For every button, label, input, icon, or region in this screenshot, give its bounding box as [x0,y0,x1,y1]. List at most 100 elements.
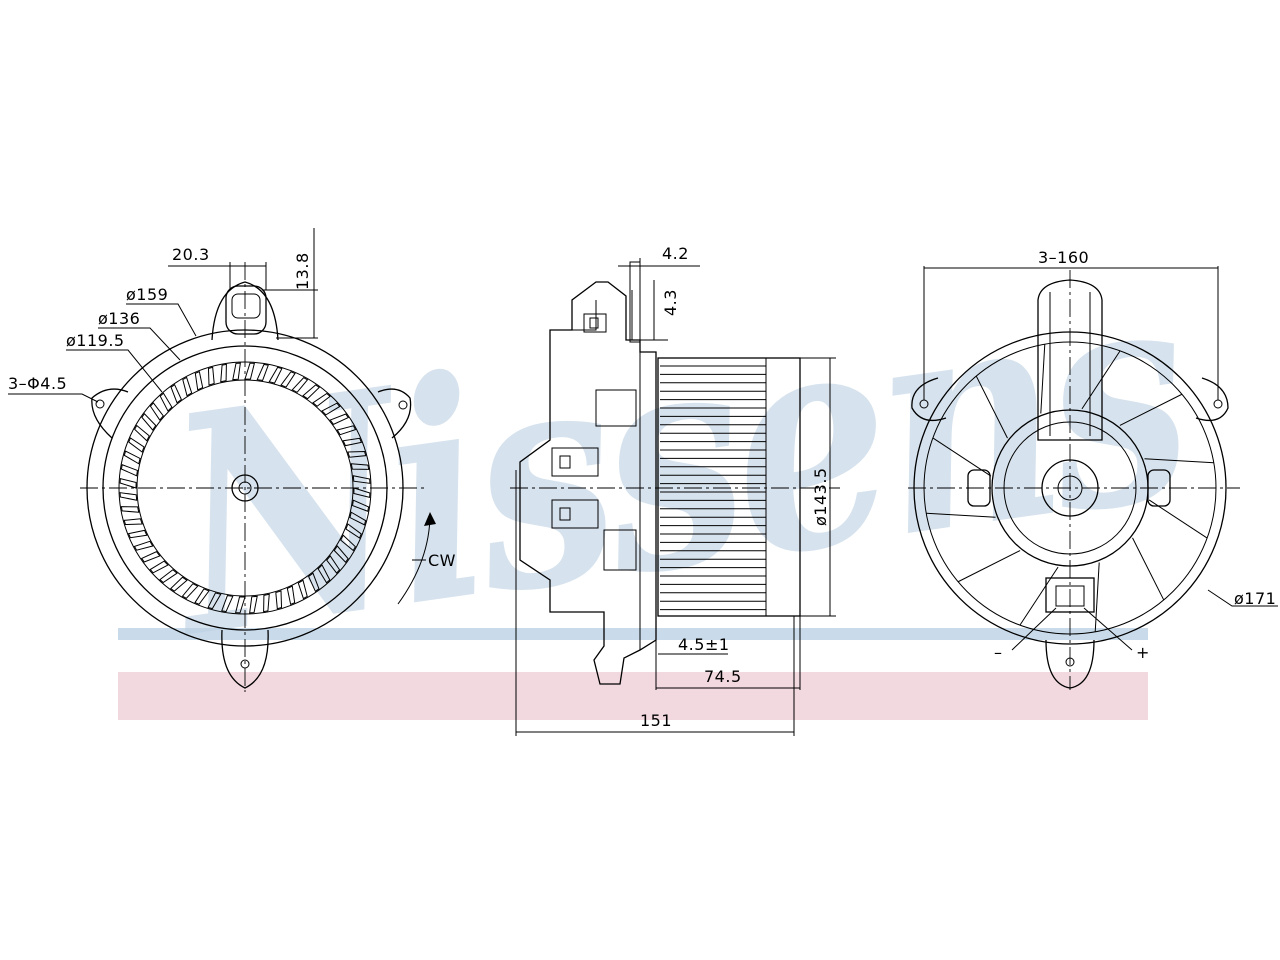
fan-blade [181,583,199,599]
rear-rib [1144,458,1214,464]
dim-160-label: 3–160 [1038,248,1089,267]
fan-blade [268,366,283,384]
fan-blade [297,579,308,600]
leader-holes [8,393,99,403]
rear-rib [1094,562,1100,632]
label-dia-159: ø159 [126,285,168,304]
watermark-blue-band [118,628,1148,640]
side-latch-top [583,313,607,333]
dim-203-label: 20.3 [172,245,210,264]
side-latch-top-inner [589,317,599,329]
leader-1195 [66,349,163,393]
fan-blade [329,413,350,426]
fan-blade [291,377,309,393]
fan-blade [286,585,296,606]
fan-blade [336,425,357,436]
dim-745-label: 74.5 [704,667,742,686]
front-fan-blades [119,362,371,614]
fan-blade [302,384,321,400]
fan-blade [345,523,362,539]
label-dia-1195: ø119.5 [66,331,125,350]
front-view: CW 20.3 13.8 ø159 ø136 ø119.5 3–Φ4.5 [8,228,456,692]
fan-blade [207,366,215,386]
side-connector-2-inner [559,507,571,521]
rear-rib [1132,537,1165,601]
fan-blade [127,529,148,539]
front-hole-right [398,400,408,410]
fan-blade [119,478,137,489]
rear-boss-right [1147,469,1171,507]
rear-hole-bottom [1065,657,1075,667]
rear-inner-ring [923,341,1217,635]
fan-blade [123,518,143,526]
side-connector-2 [551,499,599,529]
rear-hub-inner [1057,475,1083,501]
fan-blade [170,383,183,404]
fan-blade [263,593,270,613]
dim-1435-label: ø143.5 [811,467,830,526]
side-boss-upper [595,389,637,427]
fan-blade [353,487,371,498]
dim-42-label: 4.2 [662,244,689,263]
side-connector-1-inner [559,455,571,469]
rear-terminal-inner [1055,585,1085,607]
fan-blade [352,475,371,484]
side-wheel-outline [657,357,801,617]
side-view: 4.2 4.3 ø143.5 4.5±1 74.5 151 [510,244,840,736]
fan-blade [141,412,157,431]
fan-blade [140,550,161,563]
fan-blade [317,564,331,584]
side-boss-lower [603,529,637,571]
fan-blade [128,437,145,453]
fan-blade [182,376,193,397]
side-connector-1 [551,447,599,477]
fan-blade [134,424,150,442]
dim-138-label: 13.8 [293,252,312,290]
rear-motor-inner [1003,421,1137,555]
rear-view: 3–160 ø171 – + [908,248,1278,690]
rear-rib [1019,566,1059,626]
fan-blade [307,572,320,593]
front-connector-inner [231,293,261,319]
fan-blade [149,402,164,421]
front-hub [231,474,259,502]
rear-rib [975,375,1008,439]
side-pin [629,261,641,343]
front-ear-bottom [221,629,269,689]
fan-blade [207,592,222,610]
label-holes: 3–Φ4.5 [8,374,67,393]
front-ear-right [377,388,412,439]
fan-blade [350,463,370,470]
rear-channel [1037,279,1103,441]
label-dia-171: ø171 [1234,589,1276,608]
front-ring-136 [102,345,388,631]
fan-blade [232,362,241,381]
rear-ear-bottom [1045,639,1095,689]
fan-blade [159,392,173,412]
side-housing-step-1 [572,300,597,331]
rear-boss-left [967,469,991,507]
leader-171 [1207,589,1278,607]
fan-blade [120,506,140,513]
fan-blade [275,590,283,610]
fan-blade [169,576,188,592]
rear-rib [1119,393,1183,426]
fan-blade [280,371,296,388]
side-housing-profile [519,281,657,685]
front-hole-bottom [240,659,250,669]
fan-blade [256,363,269,381]
fan-blade [133,540,154,551]
rotation-arrowhead [424,512,436,526]
dim-45-label: 4.5±1 [678,635,730,654]
fan-blade [244,362,255,380]
label-dia-136: ø136 [98,309,140,328]
leader-minus [1011,607,1057,651]
rotation-label: CW [428,551,456,570]
fan-blade [120,464,138,477]
rear-hole-right [1213,399,1223,409]
fan-blade [149,560,169,574]
fan-blade [194,588,210,605]
rear-rib [1081,350,1121,410]
fan-blade [221,595,234,613]
fan-blade [347,450,367,458]
